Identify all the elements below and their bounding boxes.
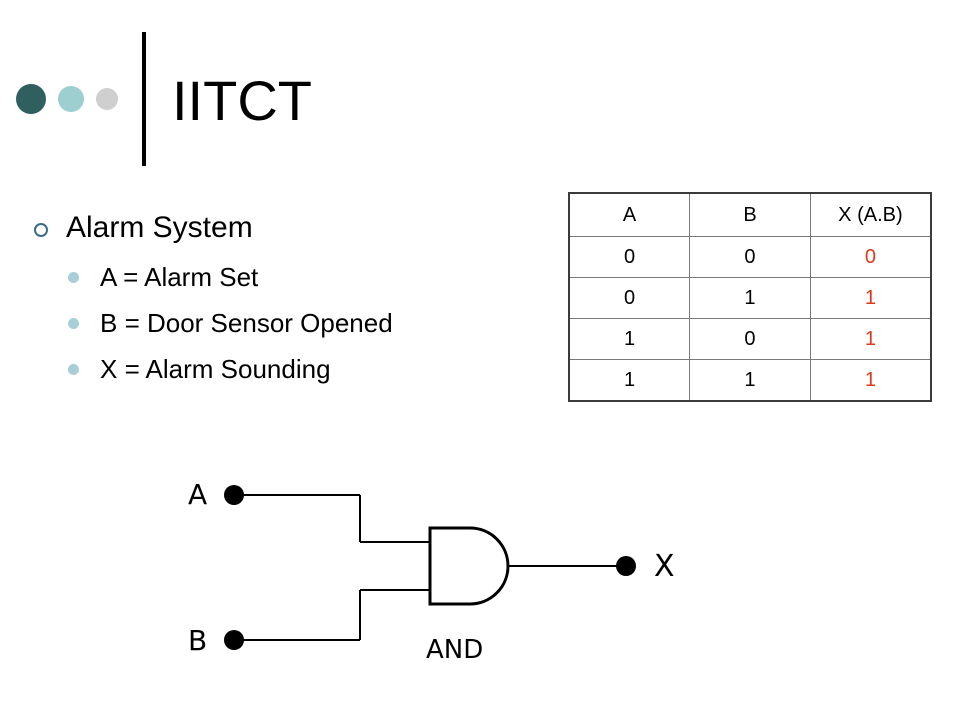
- cell-b: 0: [689, 318, 811, 360]
- truth-table: A B X (A.B) 0 0 0 0 1 1 1 0 1 1 1 1: [568, 192, 932, 402]
- cell-b: 0: [689, 236, 811, 278]
- table-row: 0 0 0: [568, 236, 932, 278]
- cell-b: 1: [689, 359, 811, 402]
- input-b-terminal: [224, 630, 244, 650]
- cell-output: 1: [809, 277, 932, 319]
- gate-type-label: AND: [426, 635, 483, 665]
- sub-bullet-label: B = Door Sensor Opened: [100, 308, 393, 338]
- bullet-list: Alarm System A = Alarm Set B = Door Sens…: [30, 206, 550, 392]
- and-gate-circuit-diagram: A B X AND: [188, 478, 675, 665]
- table-row: 0 1 1: [568, 277, 932, 319]
- light-teal-circle-icon: [58, 86, 84, 112]
- cell-output: 0: [809, 236, 932, 278]
- grey-circle-icon: [96, 88, 118, 110]
- sub-bullet-list: A = Alarm Set B = Door Sensor Opened X =…: [30, 254, 550, 392]
- slide-title: IITCT: [172, 69, 312, 132]
- column-header-b: B: [689, 192, 811, 237]
- column-header-x: X (A.B): [809, 192, 932, 237]
- input-a-terminal: [224, 485, 244, 505]
- column-header-a: A: [568, 192, 691, 237]
- sub-bullet-item: B = Door Sensor Opened: [30, 300, 550, 346]
- cell-b: 1: [689, 277, 811, 319]
- cell-output: 1: [809, 359, 932, 402]
- dark-teal-circle-icon: [16, 84, 46, 114]
- truth-table-header-row: A B X (A.B): [568, 192, 932, 237]
- and-gate-symbol: [428, 526, 510, 606]
- sub-bullet-item: X = Alarm Sounding: [30, 346, 550, 392]
- table-row: 1 1 1: [568, 359, 932, 402]
- title-divider: [142, 32, 146, 166]
- cell-a: 0: [568, 277, 691, 319]
- sub-bullet-item: A = Alarm Set: [30, 254, 550, 300]
- sub-bullet-label: A = Alarm Set: [100, 262, 259, 292]
- slide-decoration-dots: [16, 84, 118, 114]
- input-a-label: A: [188, 478, 207, 511]
- main-bullet: Alarm System: [30, 206, 550, 250]
- dot-bullet-icon: [68, 364, 79, 375]
- dot-bullet-icon: [68, 272, 79, 283]
- ring-bullet-icon: [34, 223, 48, 237]
- output-x-label: X: [654, 549, 675, 584]
- cell-a: 1: [568, 318, 691, 360]
- table-row: 1 0 1: [568, 318, 932, 360]
- output-x-terminal: [616, 556, 636, 576]
- cell-a: 0: [568, 236, 691, 278]
- main-bullet-label: Alarm System: [66, 211, 253, 244]
- cell-a: 1: [568, 359, 691, 402]
- sub-bullet-label: X = Alarm Sounding: [100, 354, 331, 384]
- cell-output: 1: [809, 318, 932, 360]
- input-b-label: B: [188, 624, 207, 657]
- dot-bullet-icon: [68, 318, 79, 329]
